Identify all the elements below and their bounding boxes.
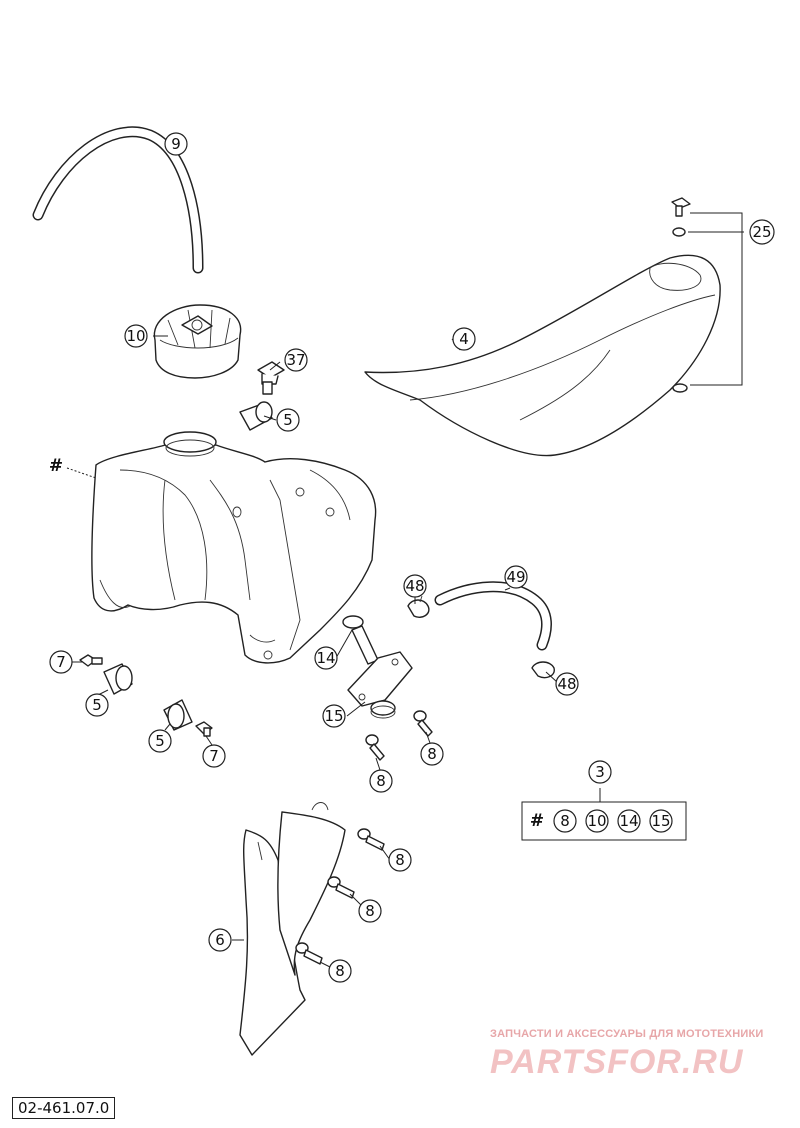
callout-49: 49 bbox=[504, 565, 528, 589]
seat-part bbox=[364, 254, 721, 457]
shroud-screw-3-part bbox=[295, 942, 323, 965]
svg-text:9: 9 bbox=[171, 135, 181, 153]
svg-text:5: 5 bbox=[155, 732, 165, 750]
tap-screw-left-part bbox=[365, 734, 385, 761]
svg-text:14: 14 bbox=[316, 649, 335, 667]
svg-text:5: 5 bbox=[92, 696, 102, 714]
callout-hash-tank: # bbox=[49, 456, 63, 476]
kit-item-10: 10 bbox=[585, 809, 609, 833]
callout-5-upper: 5 bbox=[276, 408, 300, 432]
svg-text:8: 8 bbox=[376, 772, 386, 790]
callout-5-mid: 5 bbox=[148, 729, 172, 753]
svg-text:10: 10 bbox=[126, 327, 145, 345]
svg-text:4: 4 bbox=[459, 330, 469, 348]
fuel-hose-part bbox=[434, 581, 552, 651]
svg-text:7: 7 bbox=[209, 747, 219, 765]
tap-screw-right-part bbox=[413, 710, 433, 737]
watermark-tagline: ЗАПЧАСТИ И АКСЕССУАРЫ ДЛЯ МОТОТЕХНИКИ bbox=[490, 1028, 764, 1040]
callout-8-tap-right: 8 bbox=[420, 742, 444, 766]
svg-text:8: 8 bbox=[395, 851, 405, 869]
svg-text:14: 14 bbox=[619, 812, 638, 830]
svg-text:8: 8 bbox=[335, 962, 345, 980]
callout-7-mid: 7 bbox=[202, 744, 226, 768]
kit-item-14: 14 bbox=[617, 809, 641, 833]
spacer-mid-part bbox=[163, 699, 193, 731]
svg-text:48: 48 bbox=[557, 675, 576, 693]
callout-5-left: 5 bbox=[85, 693, 109, 717]
clip-upper-part bbox=[407, 595, 430, 618]
bolt-left-part bbox=[79, 654, 103, 667]
callout-8-shroud-1: 8 bbox=[388, 848, 412, 872]
radiator-shroud-part bbox=[239, 802, 346, 1056]
svg-text:8: 8 bbox=[560, 812, 570, 830]
leader-lines bbox=[66, 335, 601, 971]
svg-text:#: # bbox=[530, 811, 544, 831]
svg-text:8: 8 bbox=[365, 902, 375, 920]
callout-48-lower: 48 bbox=[555, 672, 579, 696]
callout-37: 37 bbox=[284, 348, 308, 372]
callout-10: 10 bbox=[124, 324, 148, 348]
svg-text:37: 37 bbox=[286, 351, 305, 369]
callout-8-tap-left: 8 bbox=[369, 769, 393, 793]
fuel-tap-part bbox=[347, 625, 413, 719]
svg-text:10: 10 bbox=[587, 812, 606, 830]
shroud-screw-1-part bbox=[357, 828, 385, 851]
callout-8-shroud-3: 8 bbox=[328, 959, 352, 983]
svg-text:8: 8 bbox=[427, 745, 437, 763]
kit-item-8: 8 bbox=[553, 809, 577, 833]
watermark-logo: PARTSFOR.RU bbox=[490, 1043, 744, 1081]
fuel-tank-part bbox=[91, 431, 377, 664]
fuel-cap-part bbox=[153, 304, 242, 379]
kit-item-15: 15 bbox=[649, 809, 673, 833]
callout-3: 3 bbox=[588, 760, 612, 784]
svg-text:5: 5 bbox=[283, 411, 293, 429]
callout-15: 15 bbox=[322, 704, 346, 728]
o-ring-part bbox=[342, 615, 364, 629]
svg-text:15: 15 bbox=[651, 812, 670, 830]
bolt-mid-part bbox=[195, 721, 213, 737]
callout-6: 6 bbox=[208, 928, 232, 952]
breather-hose-part bbox=[32, 126, 204, 274]
callout-8-shroud-2: 8 bbox=[358, 899, 382, 923]
svg-text:15: 15 bbox=[324, 707, 343, 725]
svg-text:7: 7 bbox=[56, 653, 66, 671]
callout-25: 25 bbox=[749, 219, 775, 245]
spacer-left-part bbox=[103, 663, 133, 695]
callout-14: 14 bbox=[314, 646, 338, 670]
clip-lower-part bbox=[531, 661, 555, 679]
callout-48-upper: 48 bbox=[403, 574, 427, 598]
spacer-upper-part bbox=[239, 401, 273, 431]
svg-text:25: 25 bbox=[752, 223, 771, 241]
seat-hardware-part bbox=[671, 197, 744, 393]
callout-4: 4 bbox=[452, 327, 476, 351]
callout-7-left: 7 bbox=[49, 650, 73, 674]
kit-item-hash: # bbox=[530, 811, 544, 831]
svg-text:49: 49 bbox=[506, 568, 525, 586]
svg-text:6: 6 bbox=[215, 931, 225, 949]
svg-text:3: 3 bbox=[595, 763, 605, 781]
callout-9: 9 bbox=[164, 132, 188, 156]
svg-text:48: 48 bbox=[405, 577, 424, 595]
shroud-screw-2-part bbox=[327, 876, 355, 899]
svg-text:#: # bbox=[49, 456, 63, 476]
diagram-code-label: 02-461.07.0 bbox=[12, 1097, 116, 1119]
seat-bolt-part bbox=[257, 361, 285, 395]
